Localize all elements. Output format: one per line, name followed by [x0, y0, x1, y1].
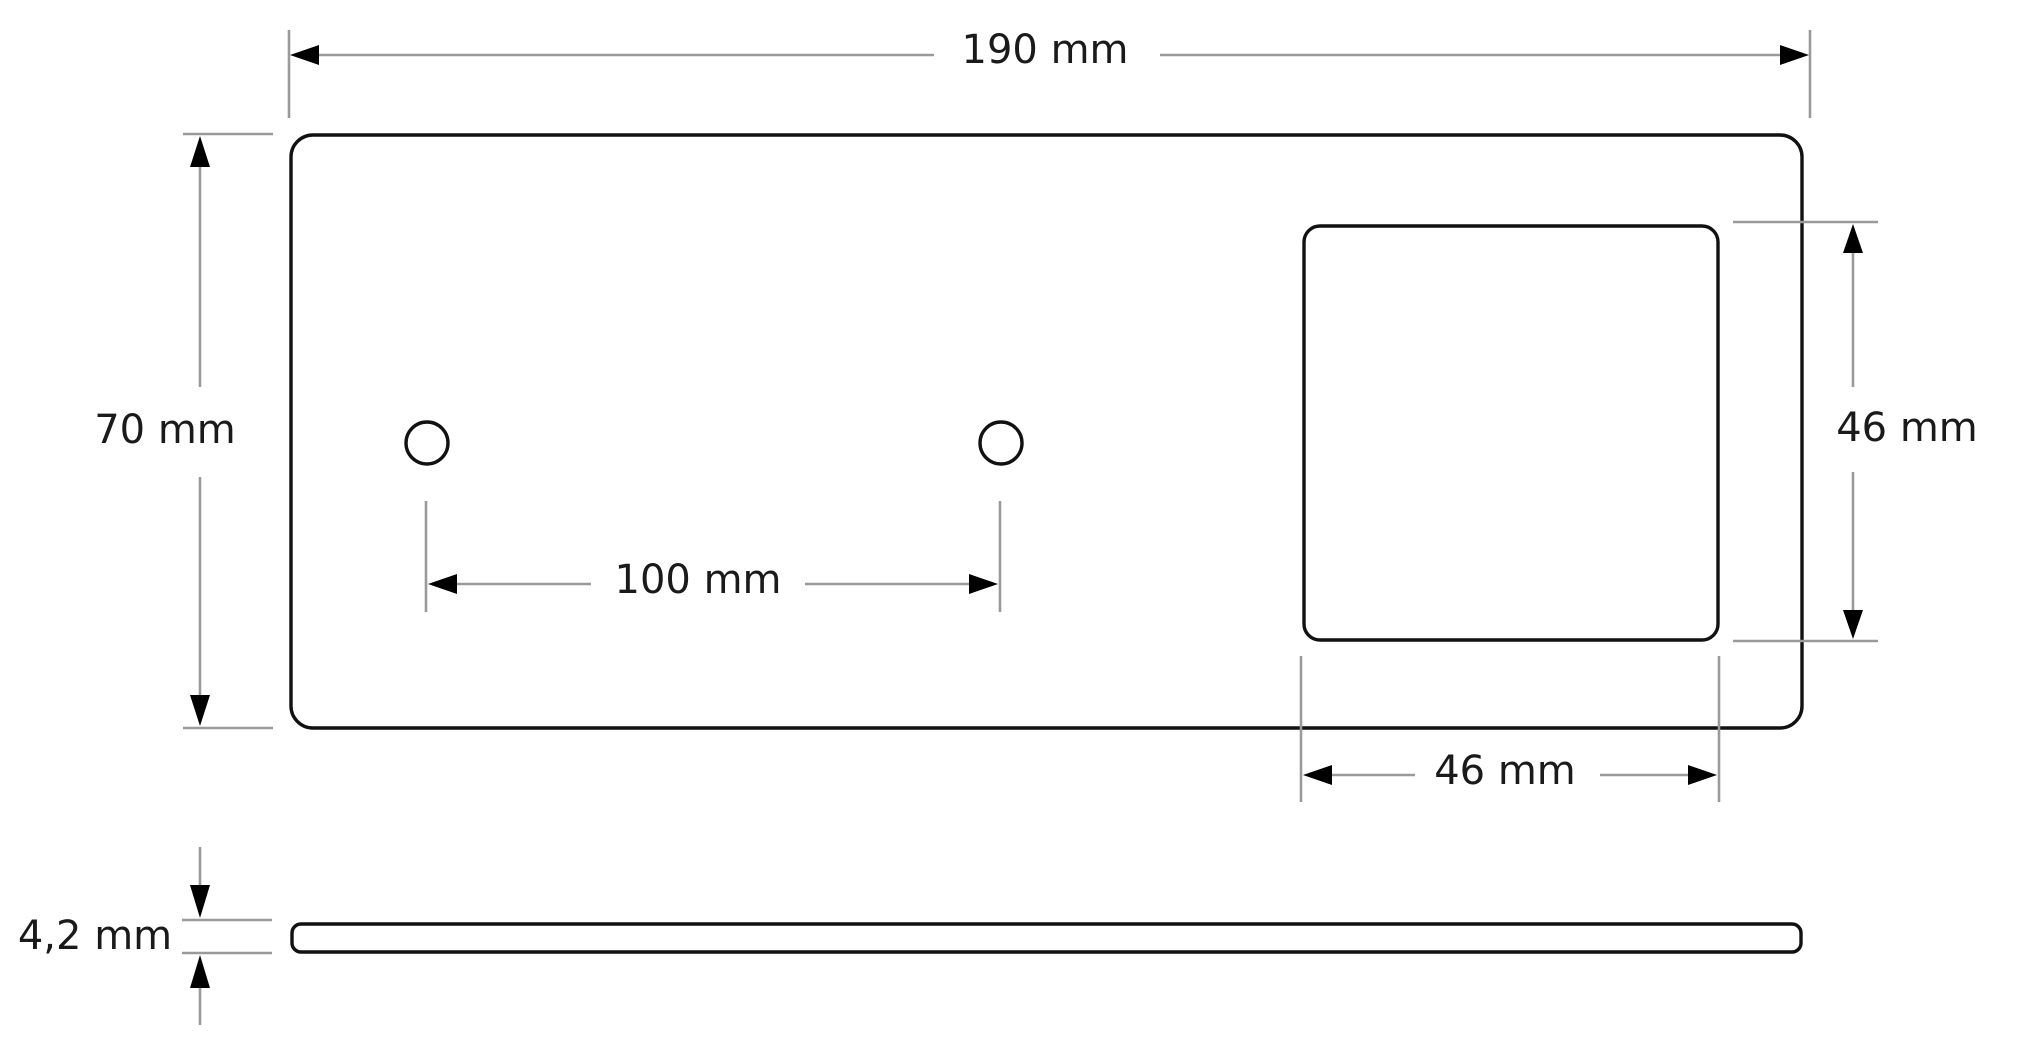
- square-cutout: [1302, 224, 1720, 642]
- dimension-thickness: 4,2 mm: [18, 847, 272, 1025]
- arrow-left-icon: [428, 574, 457, 594]
- overall-height-label: 70 mm: [94, 407, 236, 453]
- plate-top-view: [289, 133, 1804, 730]
- arrow-down-icon: [190, 695, 210, 726]
- right-mounting-hole: [978, 420, 1024, 466]
- arrow-up-icon: [190, 136, 210, 167]
- plate-profile: [290, 922, 1803, 954]
- dimension-cutout-height: 46 mm: [1733, 220, 1978, 643]
- arrow-right-icon: [969, 574, 998, 594]
- arrow-left-icon: [290, 45, 319, 65]
- arrow-left-icon: [1303, 765, 1332, 785]
- dimension-overall-width: 190 mm: [287, 27, 1812, 118]
- arrow-right-icon: [1780, 45, 1809, 65]
- dimension-hole-spacing: 100 mm: [424, 501, 1002, 612]
- arrow-down-icon: [1843, 610, 1863, 639]
- dimension-overall-height: 70 mm: [94, 132, 273, 730]
- cutout-height-label: 46 mm: [1836, 405, 1978, 451]
- cutout-width-label: 46 mm: [1434, 748, 1576, 794]
- arrow-up-icon: [190, 955, 210, 988]
- arrow-up-icon: [1843, 224, 1863, 253]
- thickness-label: 4,2 mm: [18, 913, 172, 959]
- left-mounting-hole: [404, 420, 450, 466]
- plate-outline: [289, 133, 1804, 730]
- arrow-right-icon: [1688, 765, 1717, 785]
- arrow-down-icon: [190, 885, 210, 918]
- overall-width-label: 190 mm: [962, 27, 1129, 73]
- dimension-cutout-width: 46 mm: [1299, 656, 1721, 802]
- hole-spacing-label: 100 mm: [615, 557, 782, 603]
- plate-side-view: [290, 922, 1803, 954]
